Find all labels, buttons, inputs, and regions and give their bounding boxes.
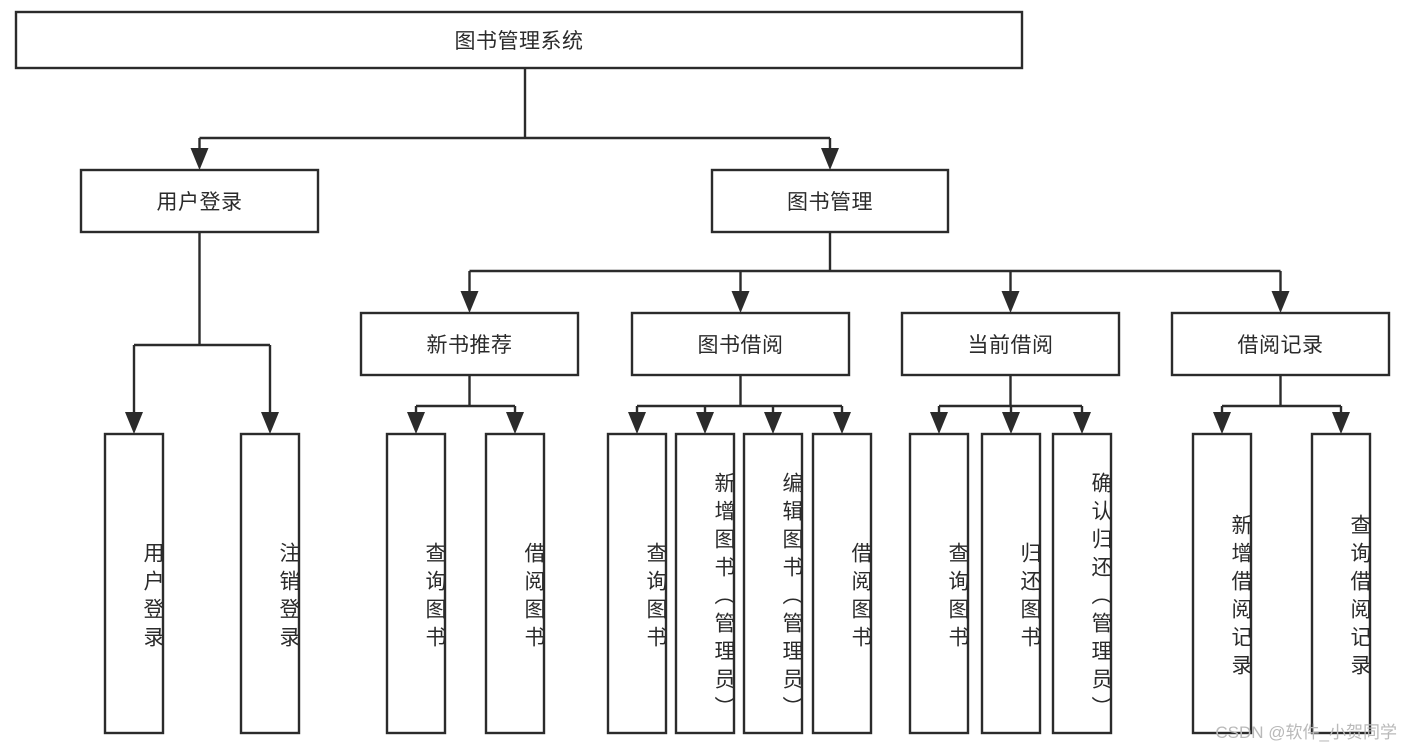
node-box-leaf-borrow-book-2[interactable] xyxy=(811,432,873,735)
node-box-leaf-confirm-return[interactable] xyxy=(1051,432,1113,735)
node-box-leaf-borrow-book-1[interactable] xyxy=(484,432,546,735)
arrow-head-icon-leaf-query-record xyxy=(1332,412,1350,434)
arrow-head-icon-leaf-edit-book xyxy=(764,412,782,434)
node-box-leaf-edit-book[interactable] xyxy=(742,432,804,735)
arrow-head-icon-leaf-borrow-book-1 xyxy=(506,412,524,434)
node-box-root[interactable] xyxy=(14,10,1024,70)
arrow-head-icon-current-borrow xyxy=(1001,291,1020,313)
node-box-leaf-add-record[interactable] xyxy=(1191,432,1253,735)
arrow-head-icon-leaf-user-login xyxy=(125,412,143,434)
node-box-leaf-logout[interactable] xyxy=(239,432,301,735)
arrow-head-icon-leaf-query-book-1 xyxy=(407,412,425,434)
arrow-head-icon-leaf-borrow-book-2 xyxy=(833,412,851,434)
node-box-new-book-recommend[interactable] xyxy=(359,311,580,377)
arrow-head-icon-leaf-add-record xyxy=(1213,412,1231,434)
node-box-leaf-query-book-1[interactable] xyxy=(385,432,447,735)
node-box-leaf-user-login[interactable] xyxy=(103,432,165,735)
arrow-head-icon-leaf-query-book-3 xyxy=(930,412,948,434)
arrow-head-icon-leaf-add-book xyxy=(696,412,714,434)
node-box-book-borrow[interactable] xyxy=(630,311,851,377)
node-box-leaf-return-book[interactable] xyxy=(980,432,1042,735)
arrow-head-icon-leaf-confirm-return xyxy=(1073,412,1091,434)
connectors-group xyxy=(125,68,1350,434)
node-box-borrow-record[interactable] xyxy=(1170,311,1391,377)
boxes-group xyxy=(14,10,1391,735)
arrow-head-icon-book-borrow xyxy=(731,291,750,313)
arrow-head-icon-leaf-logout xyxy=(261,412,279,434)
node-box-leaf-query-book-3[interactable] xyxy=(908,432,970,735)
node-box-leaf-add-book[interactable] xyxy=(674,432,736,735)
node-box-book-manage[interactable] xyxy=(710,168,950,234)
arrow-head-icon-book-manage xyxy=(821,148,839,170)
node-box-leaf-query-record[interactable] xyxy=(1310,432,1372,735)
arrow-head-icon-leaf-query-book-2 xyxy=(628,412,646,434)
arrow-head-icon-new-book-recommend xyxy=(460,291,479,313)
node-box-current-borrow[interactable] xyxy=(900,311,1121,377)
arrow-head-icon-user-login xyxy=(190,148,209,170)
node-box-user-login[interactable] xyxy=(79,168,320,234)
arrow-head-icon-borrow-record xyxy=(1271,291,1290,313)
node-box-leaf-query-book-2[interactable] xyxy=(606,432,668,735)
arrow-head-icon-leaf-return-book xyxy=(1002,412,1020,434)
